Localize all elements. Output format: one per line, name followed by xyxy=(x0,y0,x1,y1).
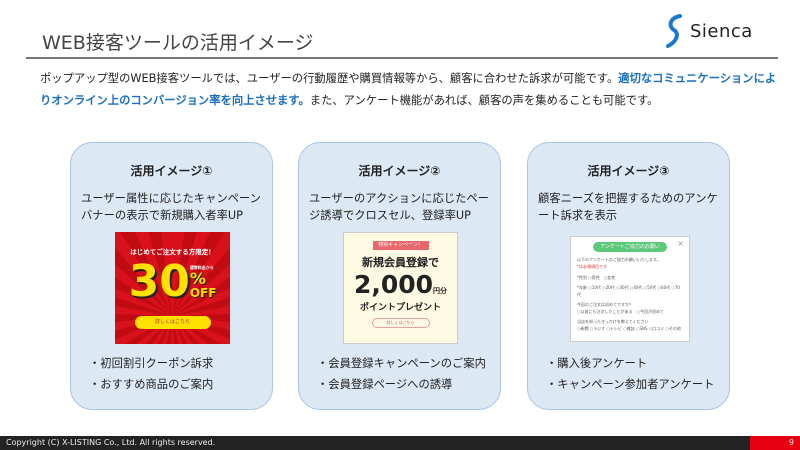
banner-small: 通常料金から xyxy=(189,264,214,270)
usage-card-1: 活用イメージ① ユーザー属性に応じたキャンペーンバナーの表示で新規購入者率UP … xyxy=(70,142,273,410)
usage-card-2: 活用イメージ② ユーザーのアクションに応じたページ誘導でクロスセル、登録率UP … xyxy=(298,142,501,410)
banner-tag: 特別キャンペーン！ xyxy=(372,241,429,250)
card-description: 顧客ニーズを把握するためのアンケート訴求を表示 xyxy=(538,192,718,222)
intro-part2: また、アンケート機能があれば、顧客の声を集めることも可能です。 xyxy=(309,94,659,107)
card-title: 活用イメージ① xyxy=(130,164,213,178)
banner-button[interactable]: 詳しくはこちら xyxy=(371,318,430,328)
banner-unit: 円分 xyxy=(433,287,448,295)
survey-q1: *性別 xyxy=(577,275,587,280)
footer: Copyright (C) X-LISTING Co., Ltd. All ri… xyxy=(0,436,800,450)
bullet-item: ・おすすめ商品のご案内 xyxy=(89,378,214,391)
survey-q3-options[interactable]: ○以前にも注文したことがある ○今回が初めて xyxy=(577,309,664,314)
bullet-item: ・初回割引クーポン訴求 xyxy=(89,357,214,370)
sienca-logo: Sienca xyxy=(664,14,753,48)
intro-part1: ポップアップ型のWEB接客ツールでは、ユーザーの行動履歴や購買情報等から、顧客に… xyxy=(40,72,619,85)
intro-highlight: 適切なコミュニケーションによりオンライン上のコンバージョン率を向上させます。 xyxy=(40,72,777,107)
survey-popup-image: × アンケートご協力のお願い 以下のアンケートのご協力お願いいたします。 *は必… xyxy=(570,236,690,342)
card-title: 活用イメージ② xyxy=(358,164,441,178)
banner-line1: 新規会員登録で xyxy=(362,256,439,269)
survey-q4: 当店を知ったきっかけを教えてください xyxy=(577,319,649,324)
header-divider xyxy=(26,57,778,59)
survey-q4-options[interactable]: ○新聞 ○ラジオ ○テレビ ○雑誌 ○SNS ○口コミ ○その他 xyxy=(577,326,682,331)
sienca-logo-icon xyxy=(666,14,682,48)
usage-card-3: 活用イメージ③ 顧客ニーズを把握するためのアンケート訴求を表示 × アンケートご… xyxy=(527,142,730,410)
banner-amount: 2,000 xyxy=(353,270,434,299)
bullet-item: ・購入後アンケート xyxy=(546,357,648,370)
close-icon[interactable]: × xyxy=(677,239,684,248)
banner-pct: % xyxy=(189,268,206,288)
banner-top: はじめてご注文する方限定！ xyxy=(130,248,215,256)
page-title: WEB接客ツールの活用イメージ xyxy=(42,32,314,54)
banner-button[interactable]: 詳しくはこちら xyxy=(134,316,211,329)
copyright: Copyright (C) X-LISTING Co., Ltd. All ri… xyxy=(6,438,216,447)
card-title: 活用イメージ③ xyxy=(587,164,670,178)
bullet-item: ・会員登録キャンペーンのご案内 xyxy=(317,357,486,370)
discount-banner-image: はじめてご注文する方限定！ 30 通常料金から % OFF 詳しくはこちら xyxy=(115,232,230,344)
logo-text: Sienca xyxy=(690,20,753,42)
banner-line2: ポイントプレゼント xyxy=(359,303,441,313)
banner-off: OFF xyxy=(189,285,217,300)
banner-30: 30 xyxy=(128,256,190,307)
survey-intro: 以下のアンケートのご協力お願いいたします。 xyxy=(577,257,661,262)
intro-text: ポップアップ型のWEB接客ツールでは、ユーザーの行動履歴や購買情報等から、顧客に… xyxy=(40,68,780,112)
survey-q1-options[interactable]: ○男性 ○女性 xyxy=(588,275,616,280)
page-number: 9 xyxy=(750,436,800,450)
bullet-item: ・キャンペーン参加者アンケート xyxy=(546,378,715,391)
card-description: ユーザー属性に応じたキャンペーンバナーの表示で新規購入者率UP xyxy=(81,192,261,222)
bullet-item: ・会員登録ページへの誘導 xyxy=(317,378,453,391)
survey-q2-options[interactable]: ○10代 ○20代 ○30代 ○40代 ○50代 ○60代 ○70代 xyxy=(577,285,680,297)
card-description: ユーザーのアクションに応じたページ誘導でクロスセル、登録率UP xyxy=(309,192,489,222)
survey-required: *は必須項目です xyxy=(577,264,607,269)
campaign-banner-image: 特別キャンペーン！ 新規会員登録で 2,000円分 ポイントプレゼント 詳しくは… xyxy=(343,232,458,344)
survey-header: アンケートご協力のお願い xyxy=(593,242,667,252)
survey-q2: *年齢 xyxy=(577,285,587,290)
survey-q3: 今回のご注文は初めてですか？ xyxy=(577,302,633,307)
